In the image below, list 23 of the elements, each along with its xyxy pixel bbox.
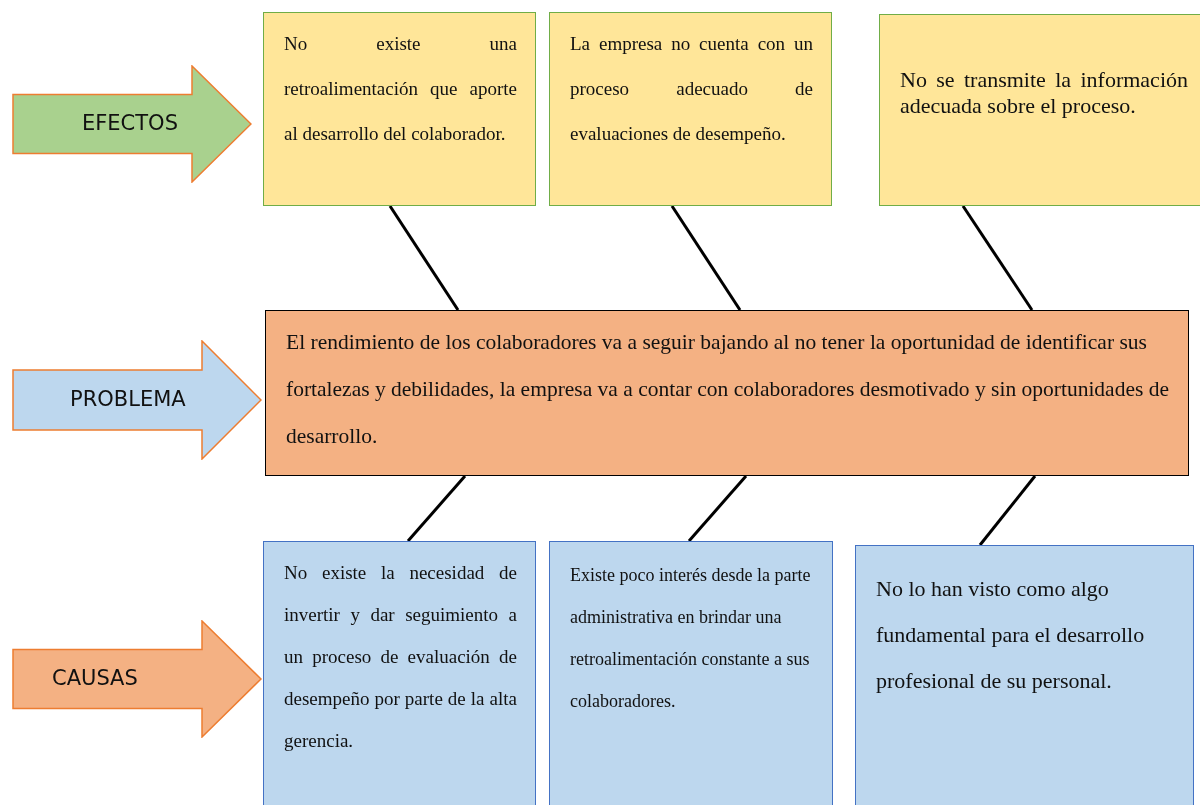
connector-line bbox=[978, 475, 1037, 546]
effect-box bbox=[879, 14, 1200, 206]
box-text: No se transmite la información adecuada sobre el proceso. bbox=[900, 67, 1188, 119]
box-text: El rendimiento de los colaboradores va a seguir bajando al no tener la oportunidad de identificar sus fortalezas y debilidades, la empresa va a contar con colaboradores desmotivado y sin oportunidades de desarrollo. bbox=[286, 329, 1170, 450]
cause-box bbox=[549, 541, 833, 805]
box-text: No existe la necesidad de invertir y dar seguimiento a un proceso de evaluación de desempeño por parte de la alta gerencia. bbox=[284, 561, 517, 753]
box-text: No lo han visto como algo fundamental para el desarrollo profesional de su personal. bbox=[876, 575, 1146, 695]
arrow-label: CAUSAS bbox=[52, 666, 138, 690]
connector-line bbox=[388, 205, 460, 311]
cause-box bbox=[855, 545, 1194, 805]
box-text: No existe una retroalimentación que aporte al desarrollo del colaborador. bbox=[284, 32, 517, 146]
connector-line bbox=[961, 205, 1034, 311]
connector-line bbox=[406, 475, 467, 542]
box-text: Existe poco interés desde la parte administrativa en brindar una retroalimentación constante a sus colaboradores. bbox=[570, 564, 812, 713]
effect-box bbox=[549, 12, 832, 206]
effect-box bbox=[263, 12, 536, 206]
arrow-label: EFECTOS bbox=[82, 111, 178, 135]
problem-box bbox=[265, 310, 1189, 476]
connector-line bbox=[670, 205, 742, 311]
cause-box bbox=[263, 541, 536, 805]
connector-line bbox=[687, 475, 748, 542]
box-text: La empresa no cuenta con un proceso adecuado de evaluaciones de desempeño. bbox=[570, 32, 813, 146]
arrow-label: PROBLEMA bbox=[70, 387, 186, 411]
